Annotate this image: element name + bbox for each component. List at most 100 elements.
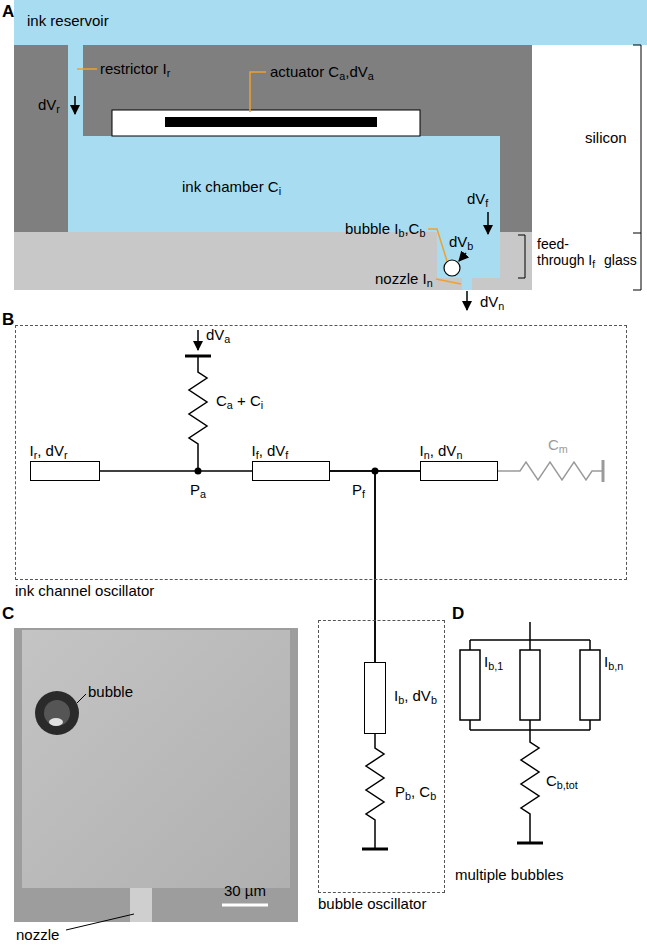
inductor-box: In, dVn [420, 461, 498, 481]
subscript: b,1 [488, 660, 503, 672]
subscript: n [456, 449, 462, 461]
node-label: Pa [190, 481, 206, 498]
subscript: a [368, 70, 374, 82]
glass-layer [14, 232, 532, 290]
flow-label: dVr [38, 96, 60, 113]
subscript: n [498, 300, 504, 312]
region-label: ink chamber Ci [182, 178, 281, 195]
part-label: feed-through If [537, 236, 601, 268]
wire [330, 471, 375, 662]
inductor-box: Ib, dVb [364, 662, 386, 734]
part-label: restrictor Ir [100, 60, 170, 77]
flow-arrow [197, 330, 199, 350]
component-label: Cm [548, 436, 568, 453]
component-label: In, dVn [420, 442, 463, 459]
subscript: a [339, 70, 345, 82]
flow-arrow [459, 253, 466, 261]
inductor-box: If, dVf [252, 461, 330, 481]
flow-arrow [466, 291, 468, 310]
spring-symbol [189, 356, 207, 471]
flow-label: dVa [206, 326, 230, 343]
part-label: bubble Ib,Cb [345, 220, 425, 237]
subscript: a [200, 488, 206, 500]
ink-channel [68, 45, 500, 290]
subscript: b [430, 790, 436, 802]
subscript: b [431, 694, 437, 706]
subscript: r [167, 67, 171, 79]
oscillator-group: ink channel oscillatorIr, dVrIf, dVfIn, … [15, 325, 627, 580]
node-label: Pf [352, 481, 365, 498]
subscript: f [485, 197, 488, 209]
subscript: r [56, 103, 60, 115]
spring-symbol [366, 734, 384, 848]
ground-bar [362, 848, 388, 851]
leader-line [77, 68, 97, 70]
flow-arrow [487, 212, 489, 234]
part-label: nozzle In [375, 270, 433, 287]
ink-reservoir [14, 0, 647, 45]
subscript: i [261, 399, 263, 411]
panel-letter: B [2, 310, 14, 330]
leader-line [77, 694, 86, 703]
subscript: b,n [608, 660, 623, 672]
leader-line [428, 229, 447, 261]
leader-line [66, 914, 134, 930]
inductor-box: Ir, dVr [30, 461, 100, 481]
subscript: n [427, 277, 433, 289]
inductor-symbol [580, 650, 600, 720]
wire [100, 470, 252, 472]
wire [375, 471, 420, 662]
ground-bar [602, 460, 605, 482]
leader-line [436, 279, 461, 284]
ground-bar [517, 842, 543, 845]
photo-nozzle [130, 888, 152, 922]
subscript: b [467, 240, 473, 252]
oscillator-group: bubble oscillatorIb, dVb [318, 620, 445, 893]
region-label: ink reservoir [27, 12, 109, 29]
component-label: Cb,tot [546, 772, 578, 789]
subscript: f [362, 488, 365, 500]
subscript: f [592, 259, 595, 270]
component-label: Ib,1 [484, 653, 503, 670]
photo-bubble-core [44, 700, 70, 726]
spring-symbol [521, 730, 539, 842]
photo-label: bubble [88, 683, 133, 700]
component-label: Pb, Cb [395, 783, 436, 800]
component-label: Ib, dVb [394, 687, 437, 704]
scale-bar [222, 904, 268, 907]
component-label: Ca + Ci [216, 392, 263, 409]
spring-symbol [498, 462, 602, 480]
component-label: Ib,n [604, 653, 623, 670]
actuator-plate [165, 117, 377, 127]
layer-label: silicon [585, 129, 627, 146]
flow-label: dVf [467, 190, 488, 207]
subscript: b,tot [557, 779, 578, 791]
feedthrough-bracket [518, 235, 525, 278]
panel-letter: C [2, 604, 14, 624]
photo-label: nozzle [16, 926, 59, 943]
component-label: If, dVf [252, 442, 289, 459]
subscript: a [224, 333, 230, 345]
layer-label: glass [604, 252, 637, 268]
subscript: b [419, 227, 425, 239]
subscript: a [227, 399, 233, 411]
subscript: b [405, 790, 411, 802]
panel-letter: D [452, 604, 464, 624]
group-label: multiple bubbles [455, 866, 563, 883]
subscript: m [559, 443, 568, 455]
subscript: r [34, 449, 38, 461]
bubble [444, 260, 460, 276]
subscript: i [279, 185, 281, 197]
photo-bubble [35, 691, 79, 735]
inductor-symbol [460, 650, 480, 720]
flow-label: dVb [449, 233, 473, 250]
part-label: actuator Ca,dVa [270, 63, 374, 80]
scale-label: 30 µm [224, 882, 266, 899]
photo-frame [14, 628, 298, 922]
inductor-symbol [520, 650, 540, 720]
actuator-cavity [112, 110, 420, 136]
subscript: b [398, 227, 404, 239]
subscript: n [424, 449, 430, 461]
subscript: f [256, 449, 259, 461]
